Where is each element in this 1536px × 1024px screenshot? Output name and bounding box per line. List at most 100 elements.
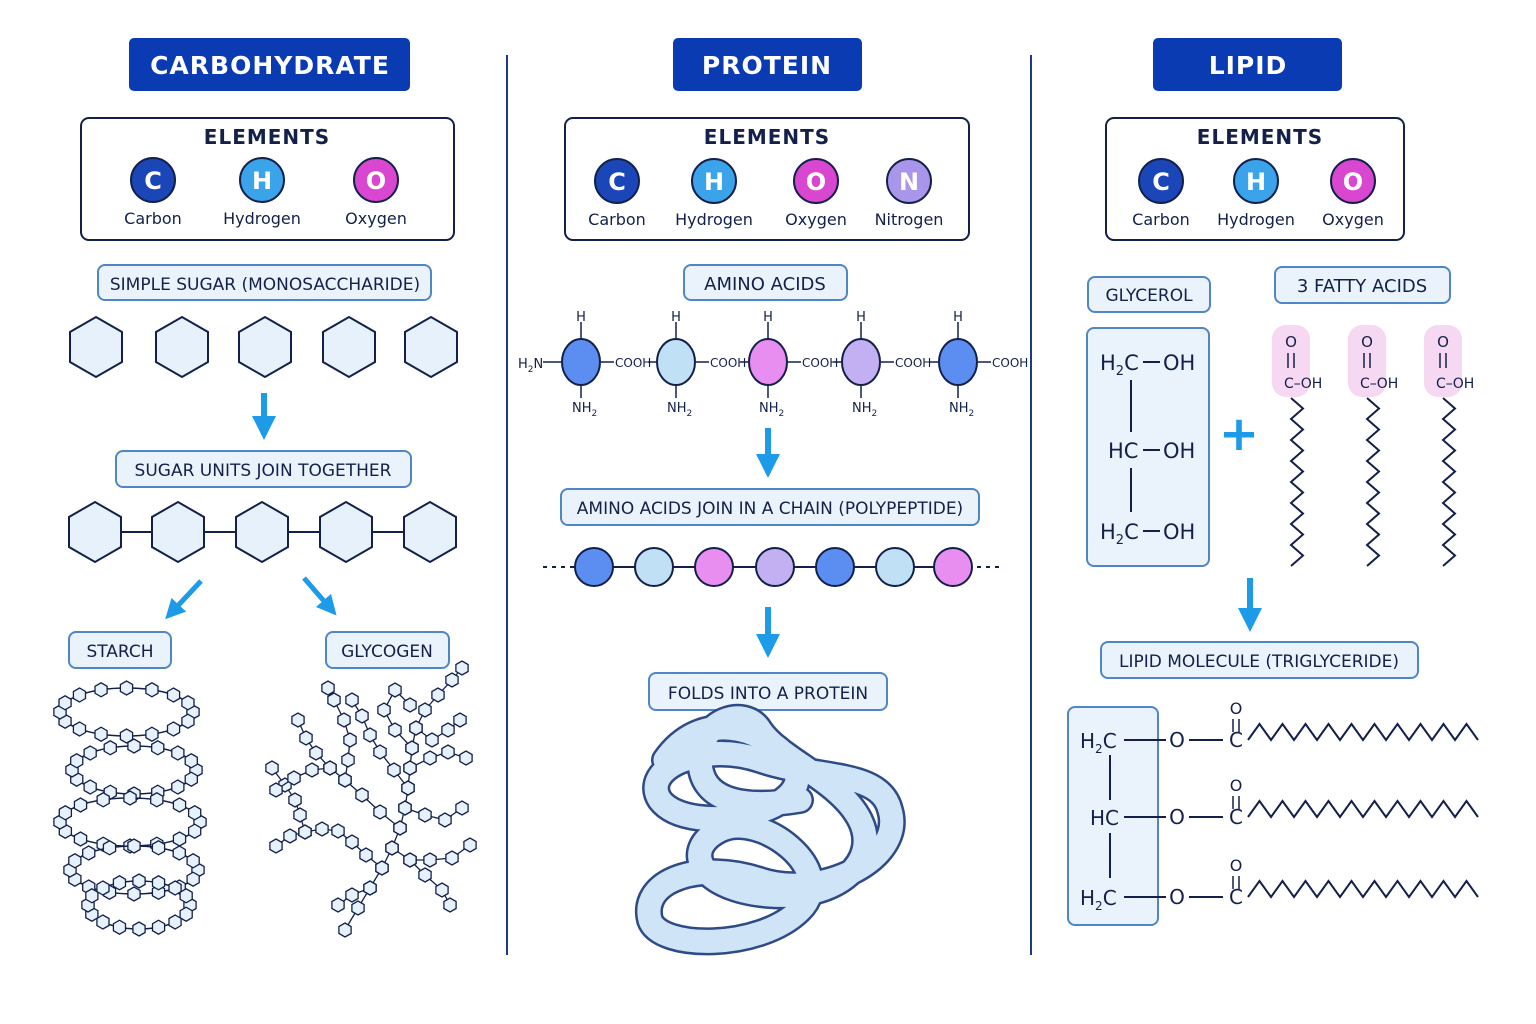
protein-column: PROTEIN ELEMENTS C Carbon H Hydrogen O O… [518,38,1028,956]
starch-unit [181,695,195,711]
glycogen-unit [455,660,469,676]
carboxyl-label: COOH [710,356,746,370]
starch-unit [168,914,182,930]
starch-unit [82,845,96,861]
lipid-column: LIPID ELEMENTS C Carbon H Hydrogen O Oxy… [1067,38,1479,926]
hydrocarbon-chain [1289,397,1305,567]
element-name: Carbon [124,209,182,228]
starch-unit [94,726,108,742]
starch-unit [70,753,84,769]
starch-unit [72,721,87,737]
glycogen-unit [293,807,307,823]
amine-label: NH2 [949,401,974,419]
starch-label-box [68,631,172,669]
carbonyl-oxygen: O [1230,776,1243,795]
glycogen-unit [355,787,369,803]
glycogen-unit [331,897,345,913]
starch-unit [166,687,181,703]
glycogen-unit [423,852,437,868]
carboxyl-label: C–OH [1436,376,1474,392]
glycogen-unit [269,838,283,854]
starch-unit [172,831,187,847]
backbone-label: HC [1090,806,1119,830]
protein-header-box [673,38,862,91]
glycogen-unit [338,922,352,938]
glycogen-unit [393,820,407,836]
fatty-acids-label: 3 FATTY ACIDS [1297,276,1427,297]
sugar-hexagon [404,315,458,379]
glycogen-unit [359,847,373,863]
starch-unit [58,805,73,821]
starch-unit [132,921,146,937]
glycogen-bond [404,807,463,821]
starch-unit [186,853,200,869]
carbohydrate-column: CARBOHYDRATE ELEMENTS C Carbon H Hydroge… [53,38,477,938]
oxygen-label: O [1437,333,1449,351]
polypeptide-label: AMINO ACIDS JOIN IN A CHAIN (POLYPEPTIDE… [577,499,963,519]
lipid-header-box [1153,38,1342,91]
simple-sugar-label: SIMPLE SUGAR (MONOSACCHARIDE) [110,275,420,295]
starch-unit [83,779,97,795]
sugar-hexagon [69,315,123,379]
glycogen-unit [445,672,459,688]
element-symbol: H [252,167,272,195]
polysaccharide-chain [68,500,457,564]
starch-unit [151,919,166,935]
amino-acid-bead [694,547,734,587]
glycogen-unit [388,722,402,738]
glycogen-unit [373,744,387,760]
element-symbol: N [899,168,919,196]
starch-unit [123,790,137,806]
starch-unit [96,914,110,930]
amine-label: NH2 [572,401,597,419]
starch-unit [171,745,185,761]
carbohydrate-element-carbon: C Carbon [124,157,182,228]
glycogen-unit [401,780,415,796]
polypeptide-label-box [560,488,980,526]
glycogen-unit [453,712,467,728]
protein-header: PROTEIN [702,51,832,80]
starch-unit [145,726,159,742]
triglyceride-label-box [1100,641,1419,679]
svg-text:H2C: H2C [1100,520,1139,548]
glycogen-bond [409,751,467,769]
glycogen-unit [403,697,417,713]
protein-elements-box [564,117,970,241]
starch-unit [168,880,182,896]
starch-unit [172,797,187,813]
sugar-hexagon [322,315,376,379]
fatty-acids-label-box [1274,266,1451,304]
element-name: Hydrogen [1217,210,1295,229]
glycogen-unit [385,840,399,856]
starch-unit [166,721,181,737]
alpha-carbon [561,338,601,386]
starch-unit [186,871,200,887]
starch-unit [112,919,127,935]
protein-element-carbon: C Carbon [588,158,646,229]
alpha-carbon [938,338,978,386]
element-name: Hydrogen [675,210,753,229]
protein-element-nitrogen: N Nitrogen [875,158,943,229]
starch-unit [85,888,99,904]
starch-unit [58,695,72,711]
triglyceride-label: LIPID MOLECULE (TRIGLYCERIDE) [1119,652,1399,672]
starch-unit [96,880,110,896]
starch-unit [112,875,127,891]
svg-text:OH: OH [1163,439,1195,463]
starch-unit [94,682,108,698]
element-symbol: C [144,167,162,195]
glycogen-unit [388,682,402,698]
glycogen-unit [321,680,335,696]
glycogen-unit [291,712,305,728]
starch-unit [96,792,110,808]
glycogen-unit [345,692,359,708]
svg-text:H2C: H2C [1100,351,1139,379]
starch-unit [83,745,97,761]
hydrogen-label: H [856,310,866,325]
glycogen-unit [345,834,359,850]
glycogen-unit [345,887,359,903]
starch-unit [187,823,202,839]
carboxyl-label: COOH [802,356,838,370]
carboxyl-highlight [1348,325,1386,397]
